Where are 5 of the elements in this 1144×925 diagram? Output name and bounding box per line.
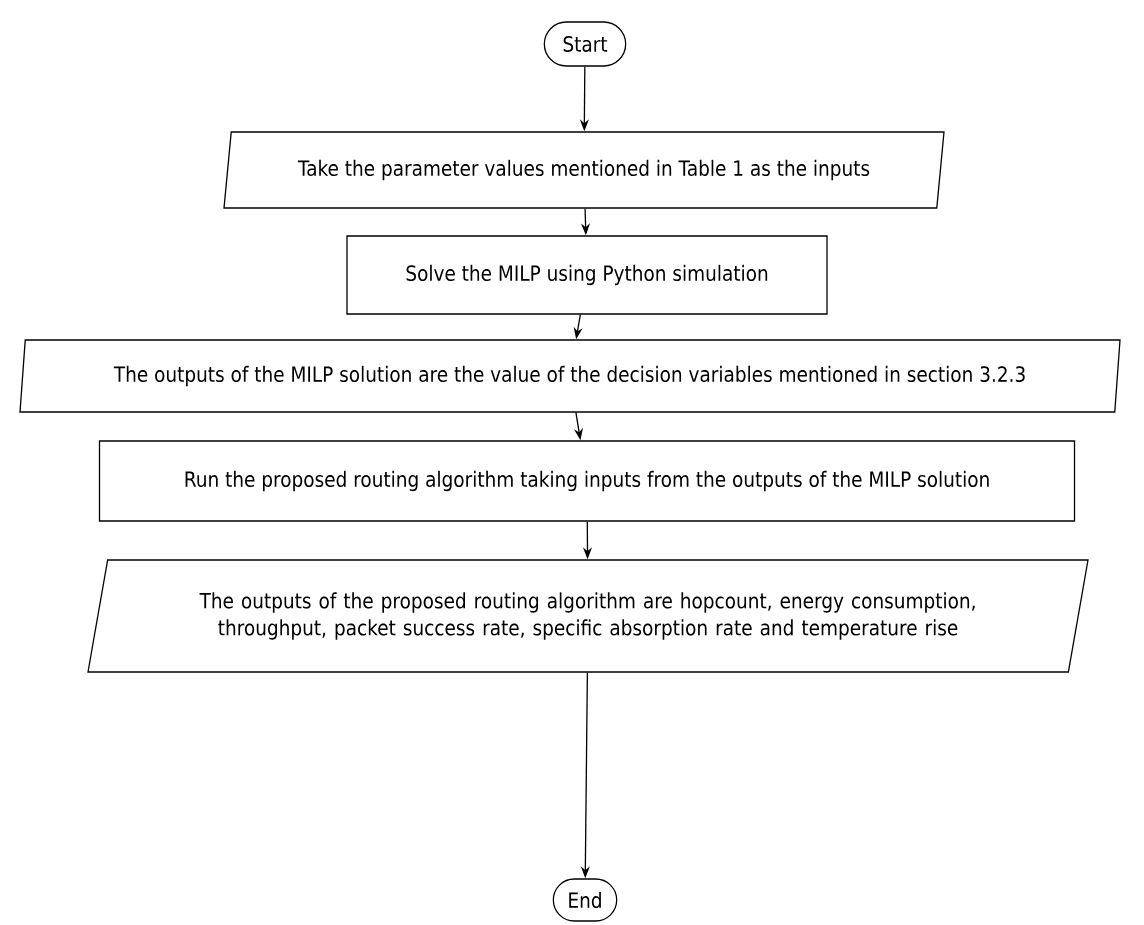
input-output-parallelogram: The outputs of the proposed routing algorithm are hopcount, energy consumption, throughput, packet success rate, specific absorption rate and temperature rise <box>87 559 1089 673</box>
input-output-parallelogram: Take the parameter values mentioned in Table 1 as the inputs <box>223 131 945 209</box>
process-box: Solve the MILP using Python simulation <box>346 235 828 315</box>
process-box: Run the proposed routing algorithm taking inputs from the outputs of the MILP solution <box>98 440 1076 522</box>
input-output-parallelogram: The outputs of the MILP solution are the value of the decision variables mentioned in section 3.2.3 <box>19 339 1121 413</box>
